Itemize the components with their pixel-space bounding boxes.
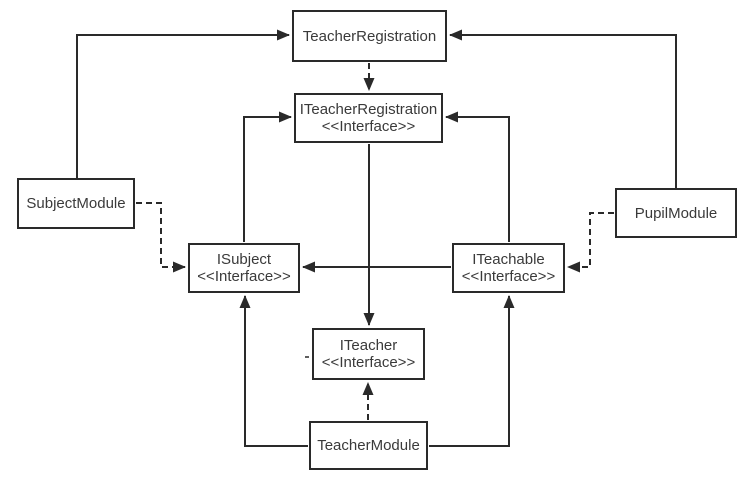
node-label: PupilModule xyxy=(634,204,718,222)
node-label: TeacherModule xyxy=(317,437,420,454)
edge-subjectmodule-to-isubject xyxy=(136,202,186,273)
edge-subjectmodule-to-teacherregistration xyxy=(76,29,290,178)
edge-isubject-to-iteacherregistration xyxy=(243,111,292,242)
node-stereotype: <<Interface>> xyxy=(197,268,291,285)
node-teacher-module: TeacherModule xyxy=(309,421,428,470)
edge-pupilmodule-to-teacherregistration xyxy=(449,29,677,188)
node-label: ISubject xyxy=(216,251,272,268)
edge-teachermodule-to-isubject xyxy=(239,295,308,447)
edge-pupilmodule-to-iteachable xyxy=(567,212,614,273)
node-iteachable: ITeachable <<Interface>> xyxy=(452,243,565,293)
node-subject-module: SubjectModule xyxy=(17,178,135,229)
node-iteacher-registration: ITeacherRegistration <<Interface>> xyxy=(294,93,443,143)
node-pupil-module: PupilModule xyxy=(615,188,737,238)
node-stereotype: <<Interface>> xyxy=(321,118,416,135)
edge-teachermodule-to-iteachable xyxy=(429,295,515,447)
edge-iteachable-to-iteacherregistration xyxy=(445,111,510,242)
node-label: ITeacherRegistration xyxy=(299,101,438,118)
node-iteacher: ITeacher <<Interface>> xyxy=(312,328,425,380)
node-label: SubjectModule xyxy=(26,195,126,212)
node-stereotype: <<Interface>> xyxy=(461,268,556,285)
node-stereotype: <<Interface>> xyxy=(321,354,416,371)
node-label: TeacherRegistration xyxy=(302,27,437,45)
node-isubject: ISubject <<Interface>> xyxy=(188,243,300,293)
node-label: ITeachable xyxy=(472,251,545,268)
node-label: ITeacher xyxy=(339,337,398,354)
node-teacher-registration: TeacherRegistration xyxy=(292,10,447,62)
